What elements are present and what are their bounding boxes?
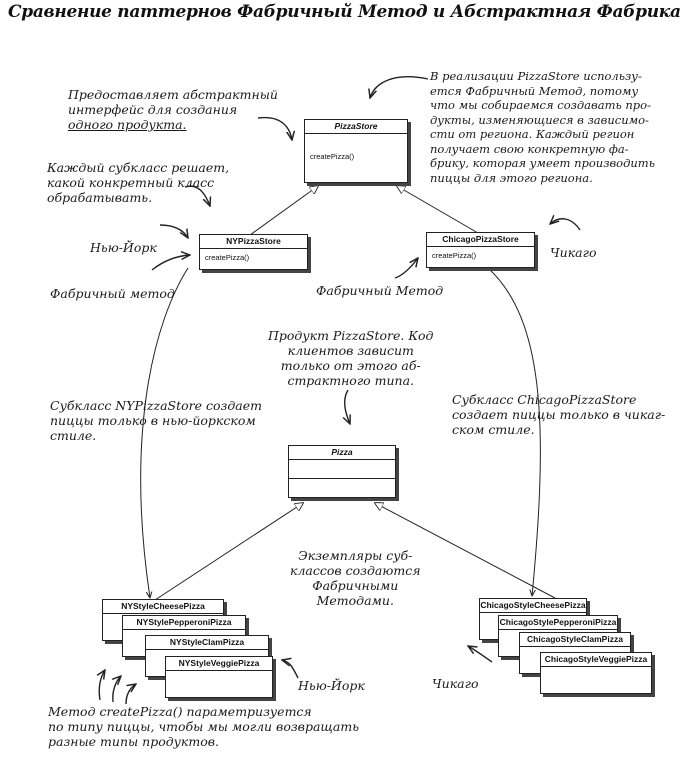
note-line: создает пиццы только в чикаг- — [452, 407, 666, 422]
class-chicagopizzastore: ChicagoPizzaStore createPizza() — [426, 232, 535, 268]
note-line: Экземпляры суб- — [298, 548, 413, 563]
note-line: Продукт PizzaStore. Код — [268, 328, 434, 343]
note-chicago-subclass: Субкласс ChicagoPizzaStore создает пиццы… — [452, 392, 665, 437]
note-line: Фабричными — [312, 578, 399, 593]
class-name: ChicagoStylePepperoniPizza — [499, 616, 617, 630]
note-instances: Экземпляры суб- классов создаются Фабрич… — [290, 548, 421, 608]
note-line: по типу пиццы, чтобы мы могли возвращать — [48, 719, 360, 734]
note-line: что мы собираемся создавать про- — [430, 98, 651, 112]
class-method: createPizza() — [432, 251, 477, 260]
note-product: Продукт PizzaStore. Код клиентов зависит… — [268, 328, 433, 388]
note-line: пиццы для этого региона. — [430, 170, 593, 185]
class-method: createPizza() — [310, 152, 355, 161]
note-line: ском стиле. — [452, 422, 535, 437]
class-nypizzastore: NYPizzaStore createPizza() — [199, 234, 308, 270]
class-ny-style-veggie-pizza: NYStyleVeggiePizza — [165, 656, 273, 698]
note-line: Субкласс ChicagoPizzaStore — [452, 392, 637, 407]
class-name: NYStylePepperoniPizza — [123, 616, 245, 630]
label-chicago: Чикаго — [550, 245, 597, 260]
class-name: NYStyleCheesePizza — [103, 600, 223, 614]
note-line: Метод createPizza() параметризуется — [48, 704, 312, 719]
note-line: Предоставляет абстрактный — [68, 87, 278, 102]
note-abstract-interface: Предоставляет абстрактный интерфейс для … — [68, 87, 278, 132]
class-name: NYPizzaStore — [200, 235, 307, 249]
class-name: ChicagoStyleVeggiePizza — [541, 653, 651, 667]
note-line: Субкласс NYPizzaStore создает — [50, 398, 262, 413]
class-method: createPizza() — [205, 253, 250, 262]
class-name: NYStyleClamPizza — [146, 636, 268, 650]
class-chicago-style-veggie-pizza: ChicagoStyleVeggiePizza — [540, 652, 652, 694]
note-pizzastore-implementation: В реализации PizzaStore использу- ется Ф… — [430, 69, 655, 185]
note-line: дукты, изменяющиеся в зависимо- — [430, 112, 649, 127]
note-parametrized: Метод createPizza() параметризуется по т… — [48, 704, 359, 749]
note-line: страктного типа. — [287, 373, 415, 388]
class-name: Pizza — [289, 446, 395, 460]
label-chicago-bottom: Чикаго — [432, 676, 479, 691]
note-line: классов создаются — [290, 563, 421, 578]
note-line: ется Фабричный Метод, потому — [430, 83, 639, 98]
class-name: ChicagoStyleCheesePizza — [480, 599, 586, 613]
note-line: Каждый субкласс решает, — [47, 160, 230, 175]
class-pizzastore: PizzaStore createPizza() — [304, 119, 408, 183]
note-line: В реализации PizzaStore использу- — [430, 69, 642, 83]
label-factory-method-right: Фабричный Метод — [316, 283, 444, 298]
note-line: одного продукта. — [68, 117, 187, 132]
note-line: пиццы только в нью-йоркском — [50, 413, 256, 428]
note-line: разные типы продуктов. — [48, 734, 220, 749]
note-line: получает свою конкретную фа- — [430, 141, 629, 156]
note-line: клиентов зависит — [287, 343, 414, 358]
note-line: обрабатывать. — [47, 190, 153, 205]
note-line: только от этого аб- — [280, 358, 421, 373]
note-line: стиле. — [50, 428, 97, 443]
note-line: Методами. — [316, 593, 394, 608]
label-new-york: Нью-Йорк — [90, 240, 157, 255]
note-subclass-decides: Каждый субкласс решает, какой конкретный… — [47, 160, 229, 205]
note-line: интерфейс для создания — [68, 102, 238, 117]
label-new-york-bottom: Нью-Йорк — [298, 678, 365, 693]
page-title: Сравнение паттернов Фабричный Метод и Аб… — [8, 2, 681, 22]
class-pizza: Pizza — [288, 445, 396, 498]
class-name: NYStyleVeggiePizza — [166, 657, 272, 671]
class-name: PizzaStore — [305, 120, 407, 134]
label-factory-method-left: Фабричный метод — [50, 286, 175, 301]
note-line: брику, которая умеет производить — [430, 156, 655, 170]
note-ny-subclass: Субкласс NYPizzaStore создает пиццы толь… — [50, 398, 262, 443]
note-line: сти от региона. Каждый регион — [430, 127, 635, 141]
note-line: какой конкретный класс — [47, 175, 215, 190]
class-name: ChicagoPizzaStore — [427, 233, 534, 247]
class-name: ChicagoStyleClamPizza — [520, 633, 630, 647]
